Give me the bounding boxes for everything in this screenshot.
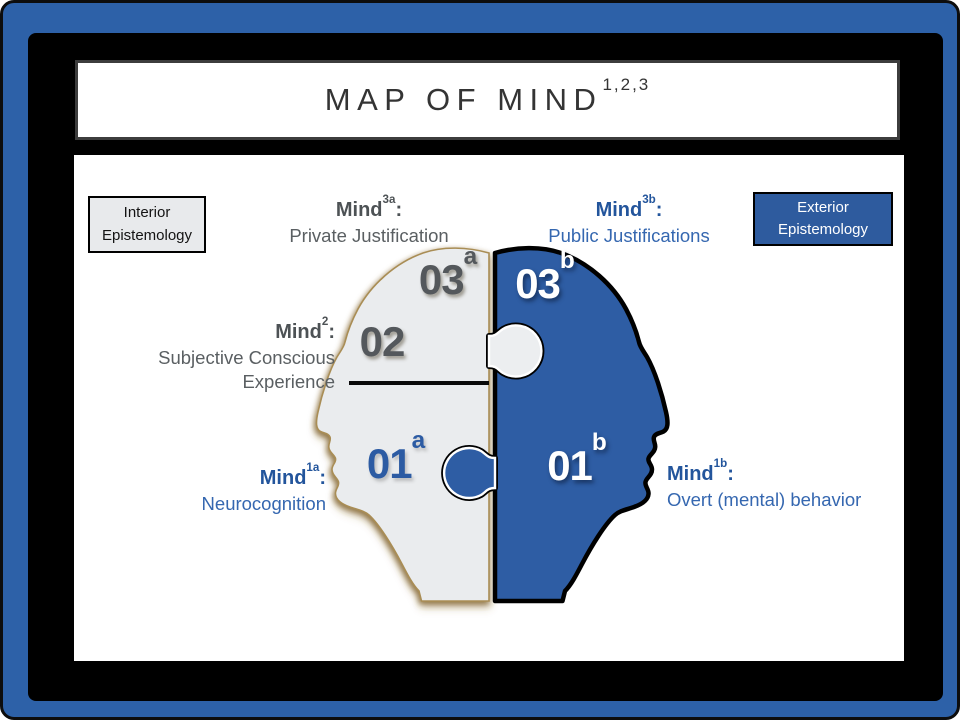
label-mind-1b-desc: Overt (mental) behavior <box>667 488 862 510</box>
piece-number-sup: b <box>559 247 575 275</box>
title-text: MAP OF MIND <box>324 82 603 117</box>
label-mind-3b-heading: Mind3b: <box>534 193 724 224</box>
label-colon: : <box>395 199 403 221</box>
piece-number-text: 03 <box>418 256 465 303</box>
piece-number-01a: 01a <box>359 429 433 487</box>
label-mind-3b: Mind3b: Public Justifications <box>534 193 724 248</box>
piece-number-01b: 01b <box>536 431 618 489</box>
piece-number-text: 01 <box>547 442 593 489</box>
label-base: Mind <box>259 467 307 489</box>
label-mind-1a-desc: Neurocognition <box>201 492 326 514</box>
label-sup: 3a <box>382 192 396 206</box>
exterior-epistemology-line2: Epistemology <box>777 221 869 238</box>
piece-number-text: 03 <box>515 260 561 307</box>
title-superscript: 1,2,3 <box>602 74 651 94</box>
content-panel: Interior Epistemology Exterior Epistemol… <box>74 155 904 661</box>
piece-number-sup: a <box>463 243 478 271</box>
piece-number-sup: a <box>411 427 426 455</box>
label-sup: 1a <box>306 460 320 474</box>
label-base: Mind <box>595 199 643 221</box>
label-mind-3a: Mind3a: Private Justification <box>274 193 464 248</box>
piece-number-03b: 03b <box>505 249 585 307</box>
label-sup: 1b <box>713 456 728 470</box>
puzzle-knob-upper <box>486 322 545 380</box>
exterior-epistemology-line1: Exterior <box>797 198 849 216</box>
label-mind-1a: Mind1a: Neurocognition <box>146 461 326 516</box>
label-mind-3b-desc: Public Justifications <box>548 224 710 246</box>
label-sup: 3b <box>642 192 656 206</box>
label-mind-3a-heading: Mind3a: <box>274 193 464 224</box>
interior-epistemology-line1: Interior <box>123 204 171 221</box>
piece-number-02: 02 <box>355 321 409 363</box>
page-title: MAP OF MIND1,2,3 <box>324 75 651 118</box>
label-mind-2-desc-line2: Experience <box>242 371 335 393</box>
label-mind-1a-heading: Mind1a: <box>146 461 326 492</box>
label-colon: : <box>319 467 326 489</box>
label-colon: : <box>655 199 663 221</box>
puzzle-knob-lower <box>441 445 498 501</box>
label-colon: : <box>727 463 734 485</box>
label-sup: 2 <box>321 314 329 328</box>
label-mind-3a-desc: Private Justification <box>289 224 449 246</box>
label-mind-2-heading: Mind2: <box>115 315 335 346</box>
interior-epistemology-box: Interior Epistemology <box>88 196 206 253</box>
label-mind-1b: Mind1b: Overt (mental) behavior <box>667 457 907 512</box>
interior-epistemology-line2: Epistemology <box>101 226 193 244</box>
label-mind-1b-heading: Mind1b: <box>667 457 907 488</box>
piece-number-text: 02 <box>359 318 406 365</box>
label-base: Mind <box>335 199 383 221</box>
piece-number-03a: 03a <box>410 245 486 303</box>
label-base: Mind <box>275 321 322 343</box>
label-mind-2-desc-line1: Subjective Conscious <box>158 346 335 368</box>
label-colon: : <box>328 321 335 343</box>
exterior-epistemology-box: Exterior Epistemology <box>753 192 893 246</box>
label-base: Mind <box>667 463 714 485</box>
heads-puzzle-figure <box>315 243 703 615</box>
piece-number-text: 01 <box>366 440 413 487</box>
label-mind-2: Mind2: Subjective Conscious Experience <box>115 315 335 395</box>
piece-number-sup: b <box>591 429 607 457</box>
title-box: MAP OF MIND1,2,3 <box>75 60 900 140</box>
